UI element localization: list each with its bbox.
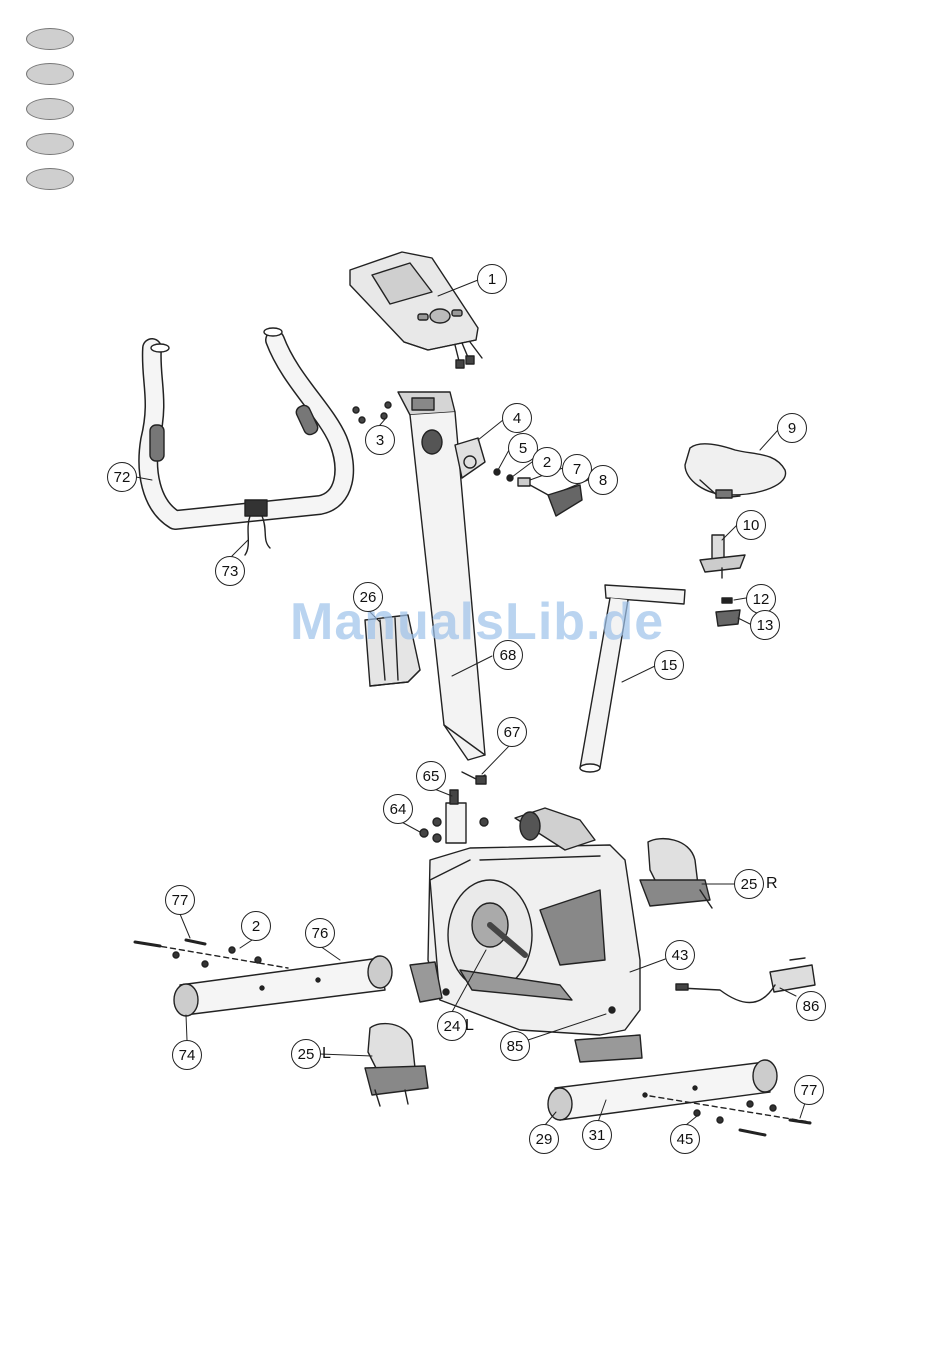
callout-8: 8: [588, 465, 618, 495]
callout-4: 4: [502, 403, 532, 433]
callout-26: 26: [353, 582, 383, 612]
callout-77-left: 77: [165, 885, 195, 915]
callout-85: 85: [500, 1031, 530, 1061]
watermark: ManualsLib.de: [290, 592, 664, 652]
callout-29: 29: [529, 1124, 559, 1154]
cable-connectors: [420, 790, 488, 843]
callout-24: 24: [437, 1011, 467, 1041]
power-adapter: [676, 958, 815, 1003]
callout-72: 72: [107, 462, 137, 492]
callout-65: 65: [416, 761, 446, 791]
saddle: [685, 444, 786, 498]
left-pedal: [365, 1024, 428, 1106]
callout-15: 15: [654, 650, 684, 680]
callout-9: 9: [777, 413, 807, 443]
callout-13: 13: [750, 610, 780, 640]
callout-67: 67: [497, 717, 527, 747]
seat-clamp: [700, 535, 745, 578]
callout-45: 45: [670, 1124, 700, 1154]
side-label-right: R: [766, 875, 778, 893]
callout-1: 1: [477, 264, 507, 294]
side-label-crank: L: [465, 1017, 474, 1035]
callout-64: 64: [383, 794, 413, 824]
callout-2-front: 2: [241, 911, 271, 941]
callout-25-right: 25: [734, 869, 764, 899]
screws-3: [353, 402, 391, 423]
right-pedal: [640, 839, 712, 908]
callout-73: 73: [215, 556, 245, 586]
console-part: [350, 252, 482, 368]
callout-3: 3: [365, 425, 395, 455]
seat-knob: [716, 598, 740, 626]
callout-76: 76: [305, 918, 335, 948]
callout-68: 68: [493, 640, 523, 670]
callout-25-left: 25: [291, 1039, 321, 1069]
callout-10: 10: [736, 510, 766, 540]
handlebar: [148, 328, 344, 555]
callout-31: 31: [582, 1120, 612, 1150]
callout-2: 2: [532, 447, 562, 477]
side-label-left: L: [322, 1045, 331, 1063]
callout-86: 86: [796, 991, 826, 1021]
callout-74: 74: [172, 1040, 202, 1070]
front-stabilizer: [135, 940, 392, 1016]
callout-77-right: 77: [794, 1075, 824, 1105]
callout-43: 43: [665, 940, 695, 970]
